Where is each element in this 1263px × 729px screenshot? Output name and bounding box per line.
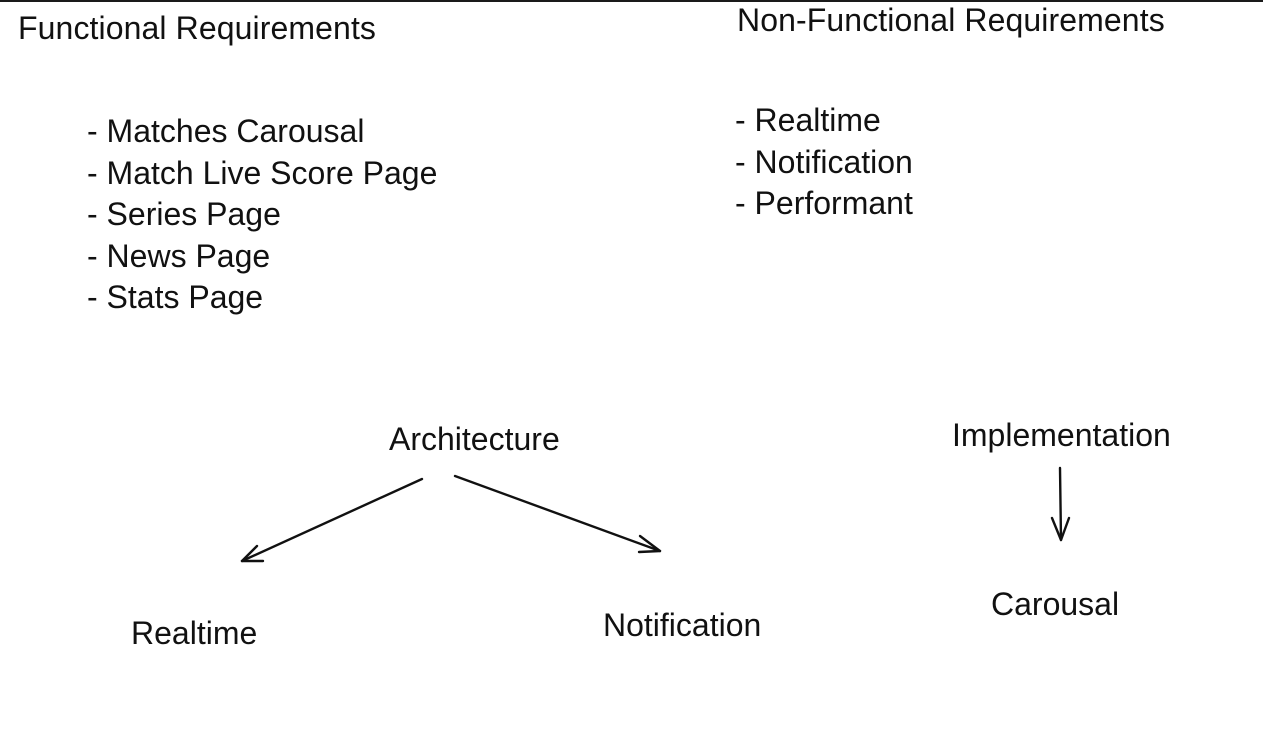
architecture-node: Architecture (389, 421, 560, 457)
functional-requirements-list: - Matches Carousal - Match Live Score Pa… (87, 111, 437, 319)
list-item: - Match Live Score Page (87, 154, 438, 191)
arrow-implementation-to-carousal (1050, 466, 1071, 542)
list-item: - Performant (735, 185, 913, 221)
list-item: - Realtime (735, 102, 881, 138)
non-functional-requirements-heading: Non-Functional Requirements (737, 2, 1165, 38)
arrow-architecture-to-notification (453, 474, 662, 554)
list-item: - Notification (735, 143, 913, 180)
implementation-node: Implementation (952, 417, 1171, 453)
arrow-architecture-to-realtime (240, 477, 424, 563)
list-item: - News Page (87, 237, 271, 274)
realtime-node: Realtime (131, 615, 258, 651)
list-item: - Matches Carousal (87, 113, 365, 149)
non-functional-requirements-list: - Realtime - Notification - Performant (735, 100, 913, 225)
carousal-node: Carousal (991, 586, 1120, 622)
notification-node: Notification (603, 607, 762, 643)
functional-requirements-heading: Functional Requirements (18, 10, 377, 46)
list-item: - Series Page (87, 196, 281, 232)
list-item: - Stats Page (87, 279, 264, 315)
top-border-line (0, 0, 1263, 2)
